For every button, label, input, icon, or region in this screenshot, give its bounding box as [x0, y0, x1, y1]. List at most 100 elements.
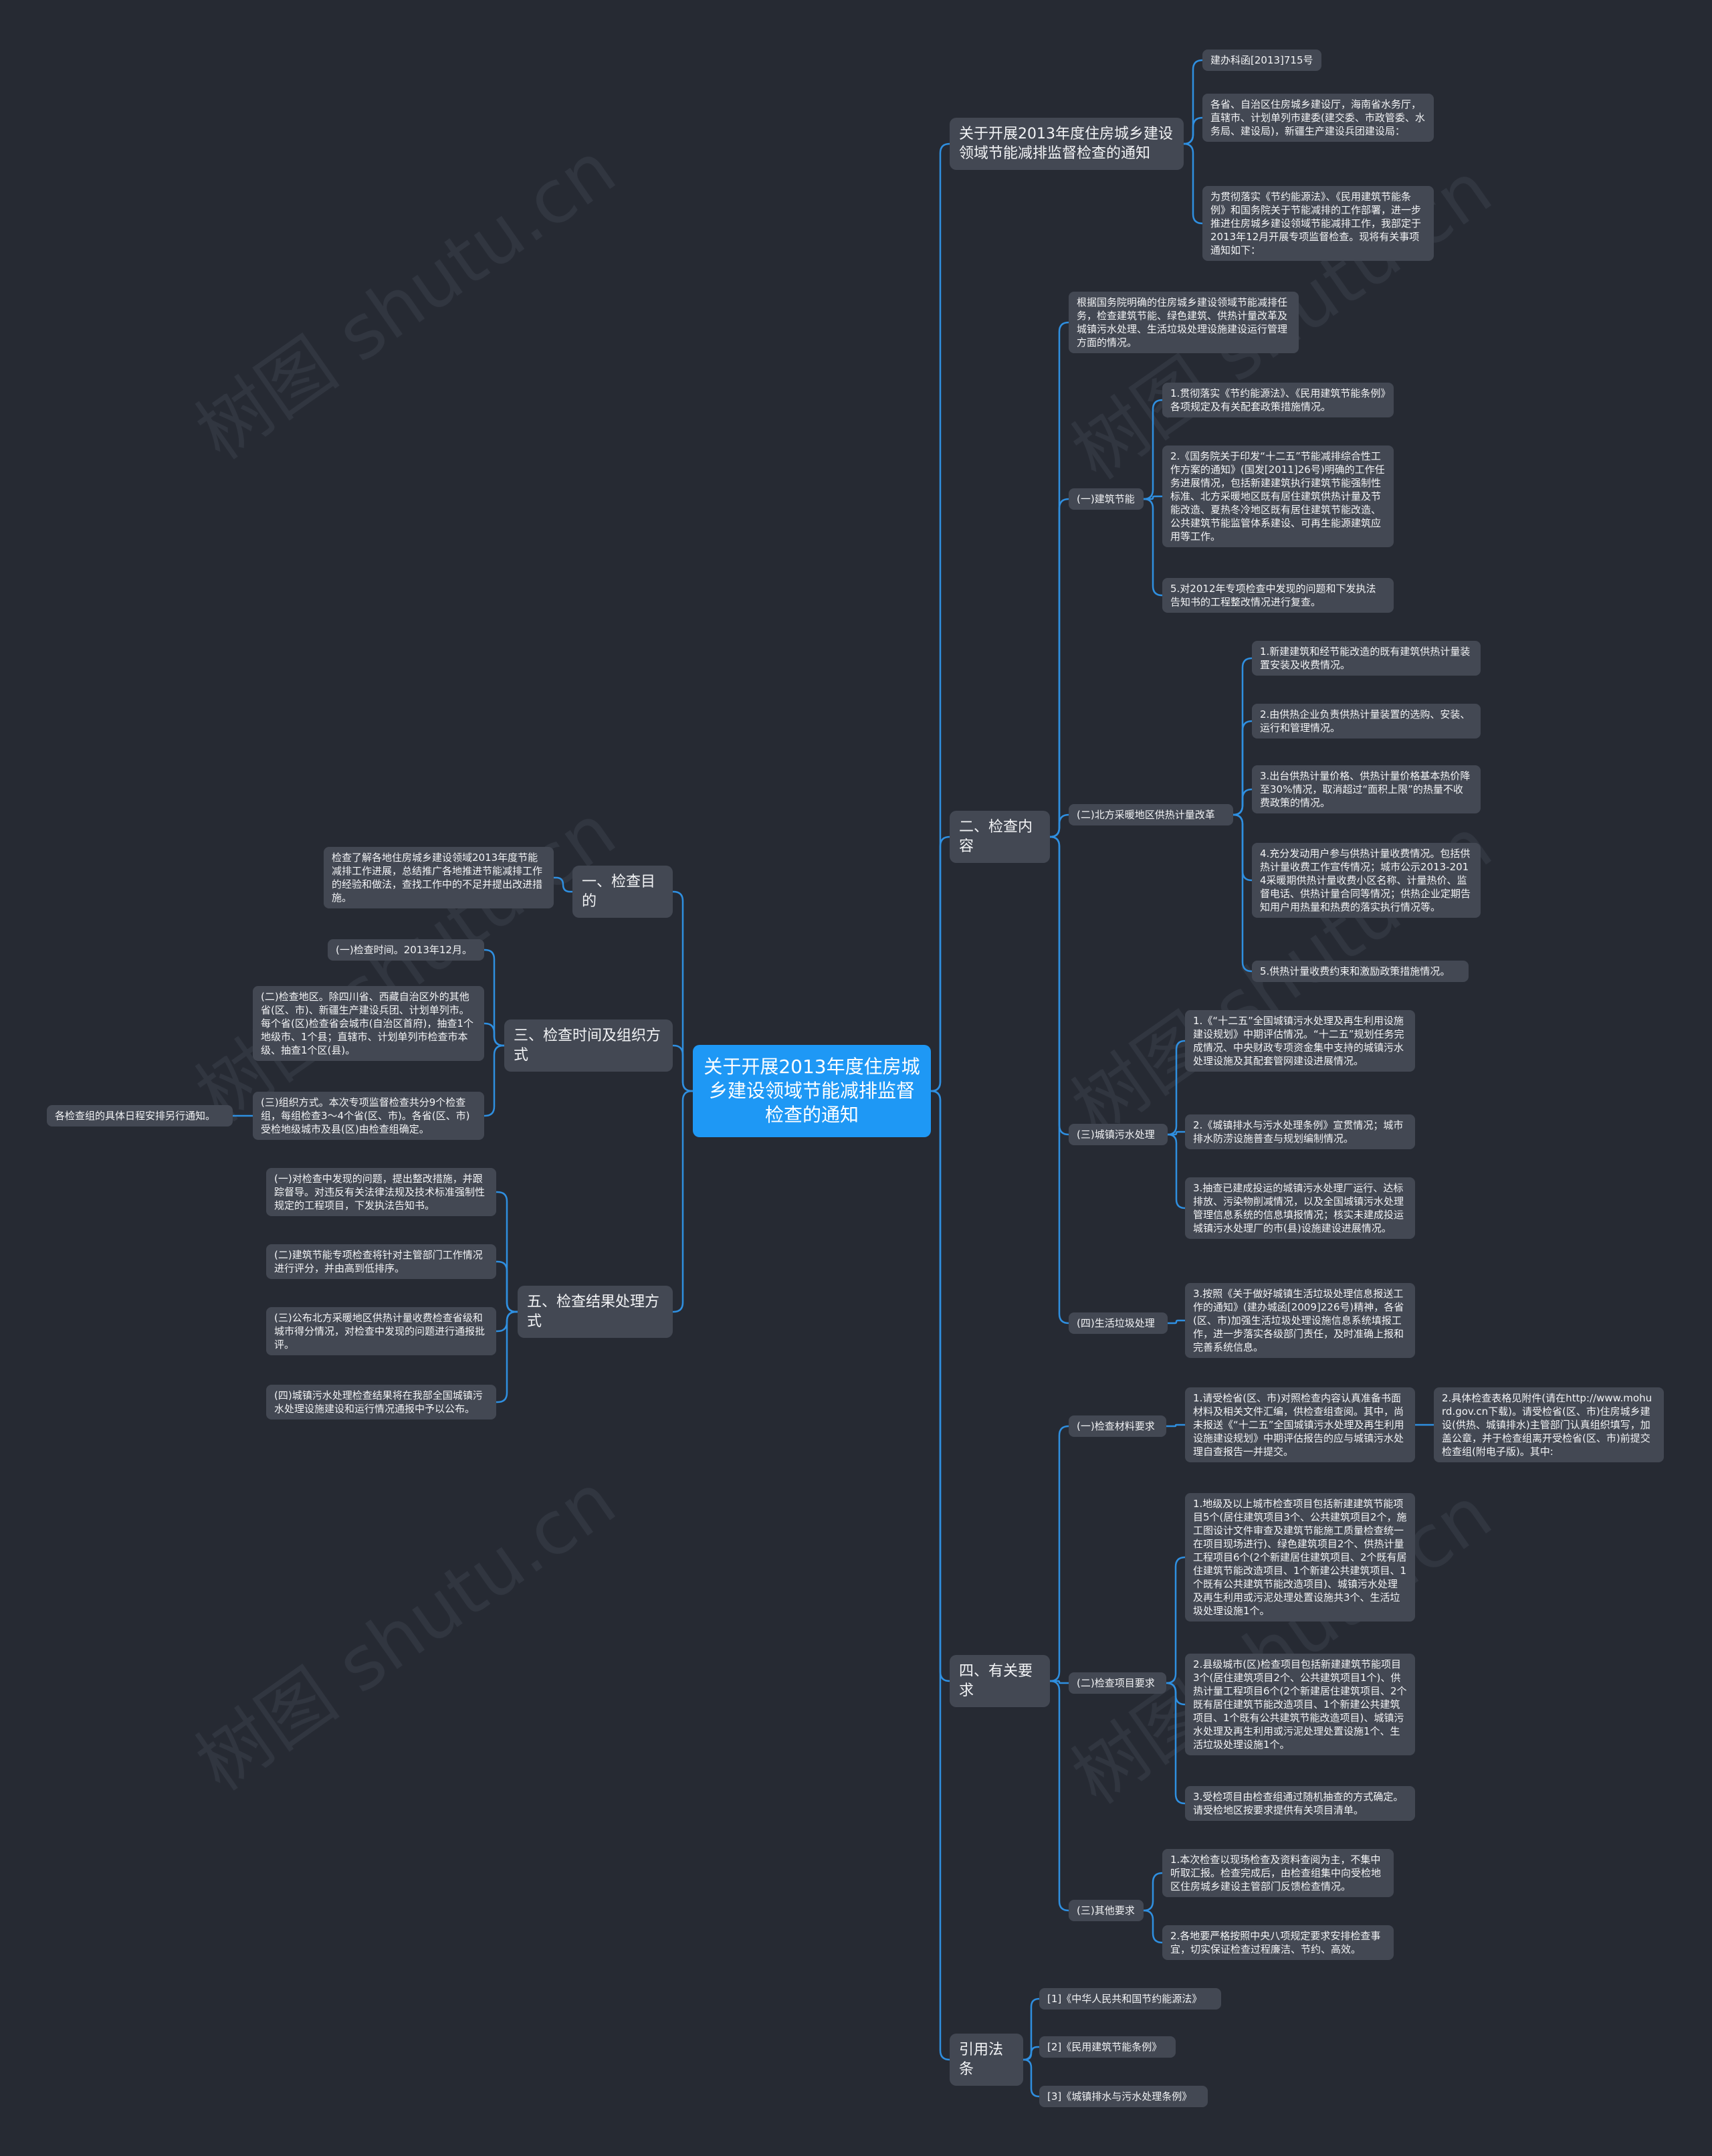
connector-line: [1167, 1133, 1186, 1209]
connector-line: [496, 1310, 518, 1403]
connector-line: [554, 876, 572, 893]
node-purpose-detail[interactable]: 检查了解各地住房城乡建设领域2013年度节能减排工作进展，总结推广各地推进节能减…: [324, 847, 554, 908]
node-label: 3.受检项目由检查组通过随机抽查的方式确定。请受检地区按要求提供有关项目清单。: [1193, 1791, 1404, 1816]
node-building-energy[interactable]: (一)建筑节能: [1069, 488, 1144, 510]
branch-notice[interactable]: 关于开展2013年度住房城乡建设领域节能减排监督检查的通知: [950, 118, 1184, 170]
citation-sewage-regulation[interactable]: [3]《城镇排水与污水处理条例》: [1039, 2086, 1208, 2107]
node-label: (四)城镇污水处理检查结果将在我部全国城镇污水处理设施建设和运行情况通报中予以公…: [274, 1389, 483, 1415]
node-other-2[interactable]: 2.各地要严格按照中央八项规定要求安排检查事宜，切实保证检查过程廉洁、节约、高效…: [1162, 1925, 1394, 1960]
node-sewage-2[interactable]: 2.《城镇排水与污水处理条例》宣贯情况；城市排水防涝设施普查与规划编制情况。: [1185, 1114, 1415, 1149]
node-label: (二)检查项目要求: [1077, 1677, 1155, 1689]
node-inspection-regions[interactable]: (二)检查地区。除四川省、西藏自治区外的其他省(区、市)、新疆生产建设兵团、计划…: [253, 986, 484, 1061]
node-result-1[interactable]: (一)对检查中发现的问题，提出整改措施，并跟踪督导。对违反有关法律法规及技术标准…: [266, 1168, 496, 1216]
connector-line: [1143, 1909, 1163, 1944]
node-heat-3[interactable]: 3.出台供热计量价格、供热计量价格基本热价降至30%情况，取消超过“面积上限”的…: [1252, 765, 1481, 813]
connector-line: [1143, 1872, 1163, 1912]
connector-line: [1050, 1680, 1069, 1684]
node-result-2[interactable]: (二)建筑节能专项检查将针对主管部门工作情况进行评分，并由高到低排序。: [266, 1244, 496, 1279]
node-label: (一)建筑节能: [1077, 493, 1135, 505]
node-label: 1.地级及以上城市检查项目包括新建建筑节能项目5个(居住建筑项目3个、公共建筑项…: [1193, 1498, 1407, 1617]
connector-line: [1168, 1131, 1185, 1136]
node-material-2[interactable]: 2.具体检查表格见附件(请在http://www.mohurd.gov.cn下载…: [1434, 1387, 1664, 1462]
citation-building-regulation[interactable]: [2]《民用建筑节能条例》: [1039, 2036, 1176, 2058]
node-label: (一)检查材料要求: [1077, 1420, 1155, 1432]
connector-line: [1233, 788, 1253, 816]
node-content-summary[interactable]: 根据国务院明确的住房城乡建设领域节能减排任务，检查建筑节能、绿色建筑、供热计量改…: [1069, 292, 1299, 353]
node-label: 5.供热计量收费约束和激励政策措施情况。: [1260, 965, 1451, 977]
node-label: (二)建筑节能专项检查将针对主管部门工作情况进行评分，并由高到低排序。: [274, 1249, 483, 1274]
branch-results-handling[interactable]: 五、检查结果处理方式: [518, 1286, 673, 1338]
node-notice-intro[interactable]: 为贯彻落实《节约能源法》、《民用建筑节能条例》和国务院关于节能减排的工作部署，进…: [1202, 186, 1434, 261]
node-sewage-3[interactable]: 3.抽查已建成投运的城镇污水处理厂运行、达标排放、污染物削减情况，以及全国城镇污…: [1185, 1177, 1415, 1239]
node-organization[interactable]: (三)组织方式。本次专项监督检查共分9个检查组，每组检查3～4个省(区、市)。各…: [253, 1092, 484, 1140]
node-domestic-waste[interactable]: (四)生活垃圾处理: [1069, 1312, 1168, 1334]
branch-inspection-content[interactable]: 二、检查内容: [950, 811, 1050, 863]
connector-line: [1023, 2046, 1039, 2061]
node-urban-sewage[interactable]: (三)城镇污水处理: [1069, 1124, 1168, 1145]
node-building-energy-2[interactable]: 2.《国务院关于印发“十二五”节能减排综合性工作方案的通知》(国发[2011]2…: [1162, 446, 1394, 547]
node-waste-3[interactable]: 3.按照《关于做好城镇生活垃圾处理信息报送工作的通知》(建办城函[2009]22…: [1185, 1283, 1415, 1358]
branch-label: 引用法条: [959, 2042, 1004, 2078]
node-schedule-notice[interactable]: 各检查组的具体日程安排另行通知。: [47, 1105, 233, 1126]
connector-line: [484, 1022, 504, 1047]
node-project-requirements[interactable]: (二)检查项目要求: [1069, 1672, 1166, 1694]
connector-line: [1183, 142, 1203, 225]
node-material-requirements[interactable]: (一)检查材料要求: [1069, 1415, 1166, 1437]
branch-label: 五、检查结果处理方式: [527, 1294, 660, 1330]
node-label: [3]《城镇排水与污水处理条例》: [1047, 2090, 1192, 2102]
node-inspection-time[interactable]: (一)检查时间。2013年12月。: [328, 939, 484, 961]
node-recipients[interactable]: 各省、自治区住房城乡建设厅，海南省水务厅，直辖市、计划单列市建委(建交委、市政管…: [1202, 94, 1434, 142]
node-result-3[interactable]: (三)公布北方采暖地区供热计量收费检查省级和城市得分情况，对检查中发现的问题进行…: [266, 1307, 496, 1355]
node-heat-5[interactable]: 5.供热计量收费约束和激励政策措施情况。: [1252, 961, 1469, 982]
node-label: (三)城镇污水处理: [1077, 1129, 1155, 1141]
connector-line: [1023, 2058, 1040, 2098]
connector-line: [1049, 813, 1069, 838]
branch-citations[interactable]: 引用法条: [950, 2034, 1023, 2086]
node-heat-1[interactable]: 1.新建建筑和经节能改造的既有建筑供热计量装置安装及收费情况。: [1252, 641, 1481, 676]
branch-label: 四、有关要求: [959, 1663, 1033, 1699]
branch-time-organization[interactable]: 三、检查时间及组织方式: [504, 1019, 673, 1072]
node-label: (三)公布北方采暖地区供热计量收费检查省级和城市得分情况，对检查中发现的问题进行…: [274, 1312, 486, 1351]
node-label: 2.各地要严格按照中央八项规定要求安排检查事宜，切实保证检查过程廉洁、节约、高效…: [1170, 1930, 1381, 1955]
node-label: 1.新建建筑和经节能改造的既有建筑供热计量装置安装及收费情况。: [1260, 646, 1471, 671]
node-heat-2[interactable]: 2.由供热企业负责供热计量装置的选购、安装、运行和管理情况。: [1252, 704, 1481, 739]
node-label: 4.充分发动用户参与供热计量收费情况。包括供热计量收费工作宣传情况；城市公示20…: [1260, 848, 1471, 913]
node-building-energy-5[interactable]: 5.对2012年专项检查中发现的问题和下发执法告知书的工程整改情况进行复查。: [1162, 578, 1394, 613]
node-label: 1.请受检省(区、市)对照检查内容认真准备书面材料及相关文件汇编，供检查组查阅。…: [1193, 1392, 1404, 1458]
node-label: 各省、自治区住房城乡建设厅，海南省水务厅，直辖市、计划单列市建委(建交委、市政管…: [1210, 98, 1425, 137]
node-material-1[interactable]: 1.请受检省(区、市)对照检查内容认真准备书面材料及相关文件汇编，供检查组查阅。…: [1185, 1387, 1415, 1462]
node-label: 2.《城镇排水与污水处理条例》宣贯情况；城市排水防涝设施普查与规划编制情况。: [1193, 1119, 1404, 1145]
branch-purpose[interactable]: 一、检查目的: [572, 866, 673, 918]
node-label: (二)检查地区。除四川省、西藏自治区外的其他省(区、市)、新疆生产建设兵团、计划…: [261, 991, 473, 1056]
node-heat-4[interactable]: 4.充分发动用户参与供热计量收费情况。包括供热计量收费工作宣传情况；城市公示20…: [1252, 843, 1481, 918]
node-project-2[interactable]: 2.县级城市(区)检查项目包括新建建筑节能项目3个(居住建筑项目2个、公共建筑项…: [1185, 1654, 1415, 1755]
node-label: 2.由供热企业负责供热计量装置的选购、安装、运行和管理情况。: [1260, 708, 1471, 734]
node-label: [1]《中华人民共和国节约能源法》: [1047, 1993, 1202, 2005]
connector-line: [1143, 399, 1163, 500]
node-label: (三)组织方式。本次专项监督检查共分9个检查组，每组检查3～4个省(区、市)。各…: [261, 1096, 470, 1135]
connector-line: [1144, 495, 1162, 500]
node-sewage-1[interactable]: 1.《“十二五”全国城镇污水处理及再生利用设施建设规划》中期评估情况。“十二五”…: [1185, 1010, 1415, 1072]
node-project-1[interactable]: 1.地级及以上城市检查项目包括新建建筑节能项目5个(居住建筑项目3个、公共建筑项…: [1185, 1493, 1415, 1622]
branch-notice-label: 关于开展2013年度住房城乡建设领域节能减排监督检查的通知: [959, 126, 1173, 162]
node-heat-metering-reform[interactable]: (二)北方采暖地区供热计量改革: [1069, 804, 1233, 825]
node-label: 3.抽查已建成投运的城镇污水处理厂运行、达标排放、污染物削减情况，以及全国城镇污…: [1193, 1182, 1404, 1234]
node-label: (一)检查时间。2013年12月。: [336, 944, 472, 956]
connector-line: [1167, 1040, 1186, 1136]
node-project-3[interactable]: 3.受检项目由检查组通过随机抽查的方式确定。请受检地区按要求提供有关项目清单。: [1185, 1786, 1415, 1821]
node-label: 2.具体检查表格见附件(请在http://www.mohurd.gov.cn下载…: [1442, 1392, 1652, 1458]
citation-energy-law[interactable]: [1]《中华人民共和国节约能源法》: [1039, 1988, 1221, 2010]
node-label: 建办科函[2013]715号: [1210, 54, 1313, 66]
connector-line: [1143, 498, 1163, 597]
node-result-4[interactable]: (四)城镇污水处理检查结果将在我部全国城镇污水处理设施建设和运行情况通报中予以公…: [266, 1385, 496, 1419]
connector-line: [930, 836, 950, 1092]
branch-requirements[interactable]: 四、有关要求: [950, 1655, 1050, 1707]
node-label: 各检查组的具体日程安排另行通知。: [55, 1110, 216, 1122]
node-building-energy-1[interactable]: 1.贯彻落实《节约能源法》、《民用建筑节能条例》各项规定及有关配套政策措施情况。: [1162, 383, 1394, 417]
node-doc-number[interactable]: 建办科函[2013]715号: [1202, 50, 1321, 71]
branch-label: 三、检查时间及组织方式: [514, 1027, 661, 1064]
node-other-1[interactable]: 1.本次检查以现场检查及资料查阅为主，不集中听取汇报。检查完成后，由检查组集中向…: [1162, 1849, 1394, 1897]
root-topic[interactable]: 关于开展2013年度住房城乡建设领域节能减排监督检查的通知: [693, 1045, 931, 1137]
node-other-requirements[interactable]: (三)其他要求: [1069, 1900, 1144, 1921]
